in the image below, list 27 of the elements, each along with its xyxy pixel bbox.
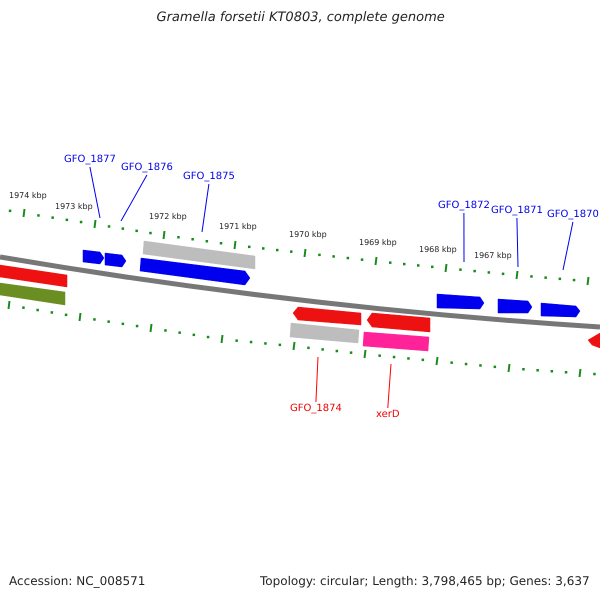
leader-line bbox=[89, 166, 100, 218]
leader-line bbox=[463, 212, 464, 262]
gene-label: xerD bbox=[376, 409, 400, 421]
gene-label: GFO_1876 bbox=[121, 162, 173, 174]
gene-label: GFO_1872 bbox=[438, 200, 490, 212]
gene-label: GFO_1875 bbox=[183, 171, 235, 183]
scale-label: 1973 kbp bbox=[55, 202, 93, 212]
gene-label: GFO_1870 bbox=[547, 209, 599, 221]
gene-label: GFO_1877 bbox=[64, 154, 116, 166]
scale-label: 1967 kbp bbox=[474, 251, 512, 261]
gene-label: GFO_1871 bbox=[491, 205, 543, 217]
leader-line bbox=[202, 184, 210, 232]
leader-line bbox=[516, 218, 518, 268]
scale-label: 1970 kbp bbox=[289, 230, 327, 240]
accession-text: Accession: NC_008571 bbox=[9, 574, 146, 588]
scale-label: 1968 kbp bbox=[419, 245, 457, 255]
scale-label: 1972 kbp bbox=[149, 212, 187, 222]
leader-line bbox=[120, 174, 148, 222]
title: Gramella forsetii KT0803, complete genome bbox=[156, 10, 445, 26]
scale-label: 1971 kbp bbox=[219, 222, 257, 232]
scale-label: 1969 kbp bbox=[359, 238, 397, 248]
leader-line bbox=[562, 222, 574, 270]
scale-label: 1974 kbp bbox=[9, 191, 47, 201]
gene-label: GFO_1874 bbox=[290, 403, 342, 415]
genome-stats-text: Topology: circular; Length: 3,798,465 bp; Genes: 3,637 bbox=[260, 574, 590, 588]
leader-line bbox=[315, 356, 318, 402]
leader-line bbox=[387, 364, 392, 408]
